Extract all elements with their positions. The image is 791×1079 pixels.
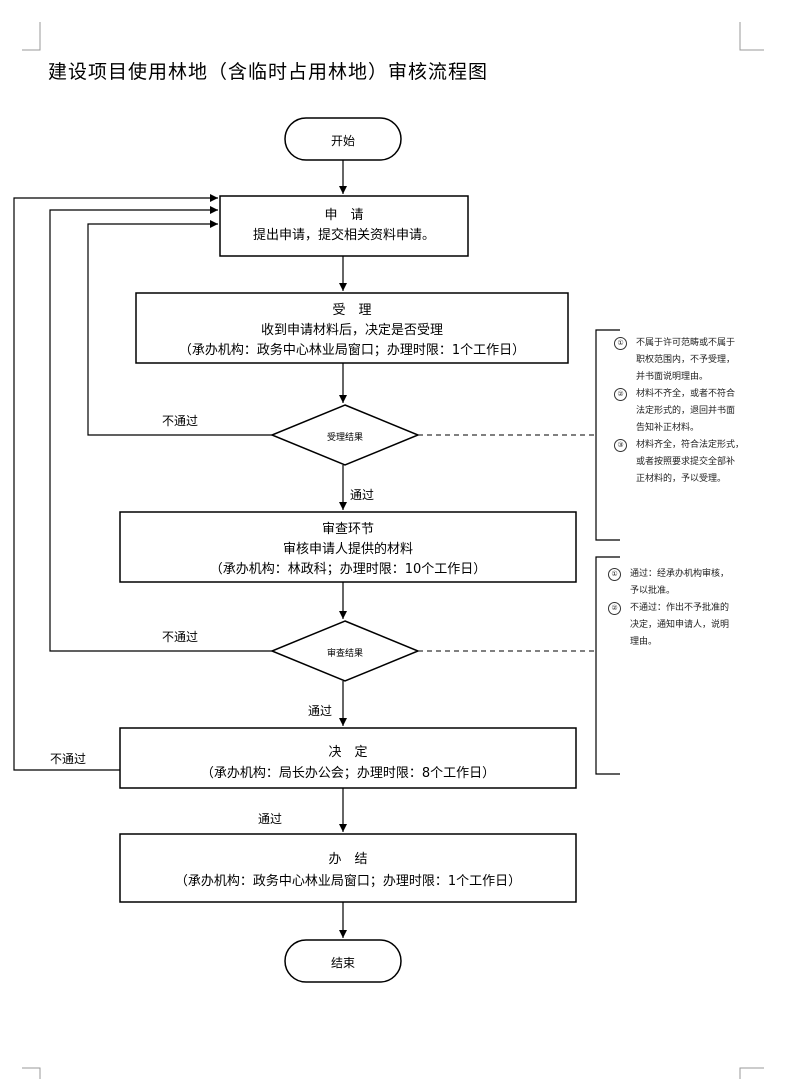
review-note-1: ① 通过：经承办机构审核， 予以批准。 xyxy=(608,566,784,600)
page-title: 建设项目使用林地（含临时占用林地）审核流程图 xyxy=(48,61,489,83)
fail-label-decision: 不通过 xyxy=(50,752,87,766)
note-number-badge: ③ xyxy=(614,439,627,452)
decision-box xyxy=(119,727,577,789)
apply-desc: 提出申请，提交相关资料申请。 xyxy=(252,228,436,243)
edge-fail-decision xyxy=(13,194,218,771)
review-result-label: 审查结果 xyxy=(326,649,364,659)
accept-desc: 收到申请材料后，决定是否受理 xyxy=(260,323,444,338)
fail-label-accept: 不通过 xyxy=(162,414,199,428)
decision-title: 决 定 xyxy=(328,745,368,760)
note-number-badge: ① xyxy=(608,568,621,581)
start-label: 开始 xyxy=(330,134,356,148)
pass-label-review: 通过 xyxy=(308,704,333,718)
edge-fail-accept xyxy=(87,220,272,436)
end-terminal xyxy=(284,939,402,983)
accept-note-2: ② 材料不齐全，或者不符合 法定形式的，退回并书面 告知补正材料。 xyxy=(614,386,784,437)
review-notes: ① 通过：经承办机构审核， 予以批准。 ② 不通过：作出不予批准的 决定，通知申… xyxy=(608,566,784,651)
accept-note-3: ③ 材料齐全，符合法定形式， 或者按照要求提交全部补 正材料的，予以受理。 xyxy=(614,437,784,488)
decision-org: （承办机构：局长办公会；办理时限：8个工作日） xyxy=(200,766,496,781)
fail-label-review: 不通过 xyxy=(162,630,199,644)
review-result-diamond xyxy=(270,620,420,682)
accept-title: 受 理 xyxy=(332,303,372,318)
apply-title: 申 请 xyxy=(324,208,364,223)
review-org: （承办机构：林政科；办理时限：10个工作日） xyxy=(209,562,487,577)
review-note-2: ② 不通过：作出不予批准的 决定，通知申请人，说明 理由。 xyxy=(608,600,784,651)
accept-box xyxy=(135,292,569,364)
note-number-badge: ② xyxy=(614,388,627,401)
apply-box xyxy=(219,195,469,257)
end-label: 结束 xyxy=(330,956,356,970)
accept-notes: ① 不属于许可范畴或不属于 职权范围内，不予受理， 并书面说明理由。 ② 材料不… xyxy=(614,335,784,488)
pass-label-decision: 通过 xyxy=(258,812,283,826)
accept-note-1: ① 不属于许可范畴或不属于 职权范围内，不予受理， 并书面说明理由。 xyxy=(614,335,784,386)
review-note-bracket xyxy=(595,556,620,775)
accept-result-diamond xyxy=(270,404,420,466)
review-desc: 审核申请人提供的材料 xyxy=(282,542,414,557)
review-box xyxy=(119,511,577,583)
note-number-badge: ① xyxy=(614,337,627,350)
complete-box xyxy=(119,833,577,903)
note-number-badge: ② xyxy=(608,602,621,615)
review-title: 审查环节 xyxy=(321,522,375,537)
complete-org: （承办机构：政务中心林业局窗口；办理时限：1个工作日） xyxy=(174,874,522,889)
accept-result-label: 受理结果 xyxy=(326,433,364,443)
accept-note-bracket xyxy=(595,329,620,541)
edge-fail-review xyxy=(49,206,272,652)
accept-org: （承办机构：政务中心林业局窗口；办理时限：1个工作日） xyxy=(178,343,526,358)
complete-title: 办 结 xyxy=(328,852,368,867)
pass-label-accept: 通过 xyxy=(350,488,375,502)
